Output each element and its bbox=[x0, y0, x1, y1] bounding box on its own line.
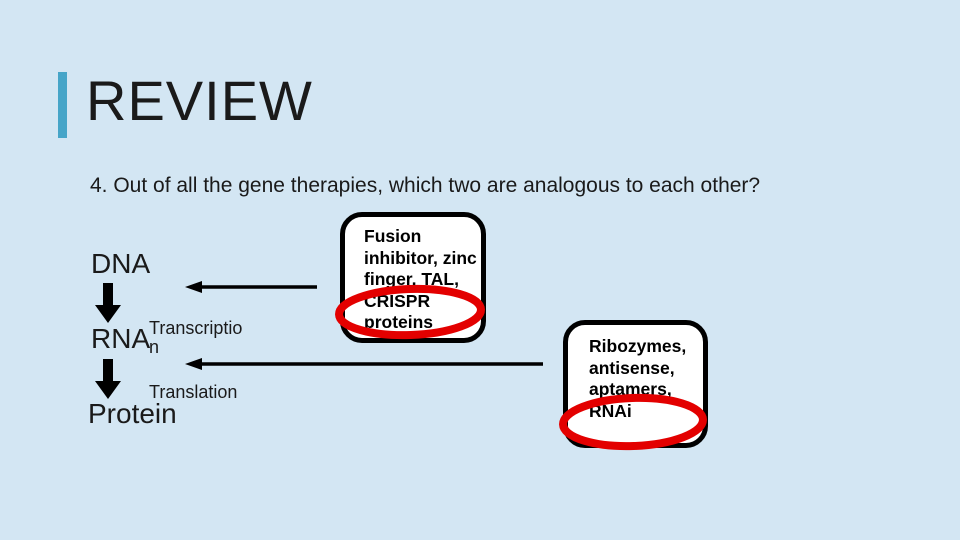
rna-node-label: RNA bbox=[91, 323, 151, 354]
dna-therapies-box: Fusion inhibitor, zinc finger, TAL, CRIS… bbox=[340, 212, 486, 343]
left-arrow-to-rna-connector bbox=[185, 358, 543, 370]
transcription-label: Transcriptio n bbox=[149, 318, 243, 357]
down-arrow-icon bbox=[95, 283, 121, 323]
highlight-ellipse-crispr-proteins bbox=[335, 284, 485, 340]
highlight-ellipse-rnai bbox=[559, 393, 707, 451]
dna-therapies-text: Fusion inhibitor, zinc finger, TAL, CRIS… bbox=[364, 226, 477, 332]
dna-node-label: DNA bbox=[91, 248, 151, 279]
translation-label: Translation bbox=[149, 382, 238, 402]
question-text: 4. Out of all the gene therapies, which … bbox=[90, 174, 761, 197]
left-arrow-to-dna-connector bbox=[185, 281, 317, 293]
title-accent-bar bbox=[58, 72, 67, 138]
down-arrow-icon bbox=[95, 359, 121, 399]
rna-therapies-box: Ribozymes, antisense, aptamers, RNAi bbox=[563, 320, 708, 448]
protein-node-label: Protein bbox=[88, 398, 177, 429]
slide-title: REVIEW bbox=[86, 69, 313, 132]
rna-therapies-text: Ribozymes, antisense, aptamers, RNAi bbox=[589, 336, 687, 421]
